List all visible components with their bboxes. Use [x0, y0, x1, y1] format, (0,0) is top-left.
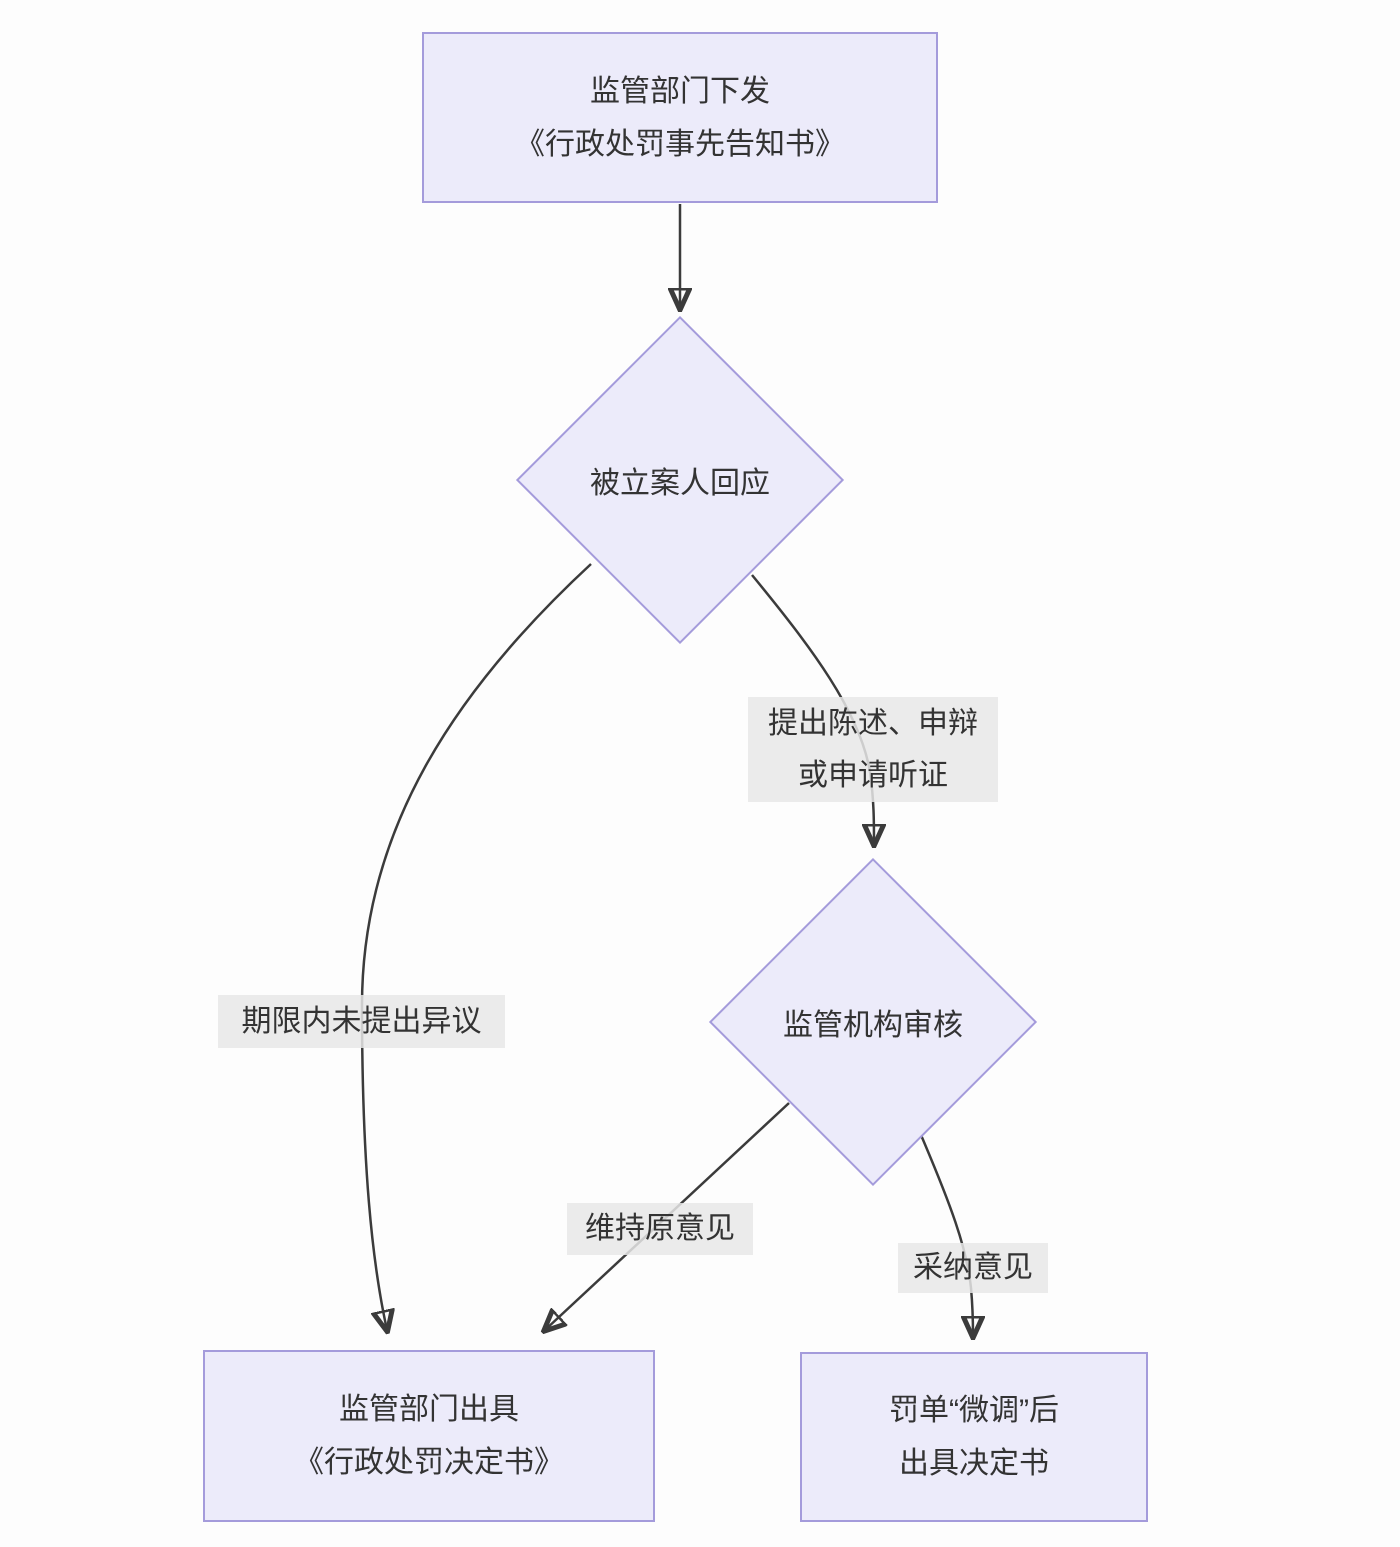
edge-label-maintain: 维持原意见 — [567, 1203, 753, 1255]
edge-respond-to-decision — [360, 563, 592, 1330]
node-adjusted-line1: 罚单“微调”后 — [889, 1394, 1059, 1427]
node-decision-line1: 监管部门出具 — [339, 1393, 519, 1426]
edge-label-statement-line2: 或申请听证 — [798, 758, 948, 792]
node-notice-line2: 《行政处罚事先告知书》 — [515, 127, 845, 161]
node-adjusted: 罚单“微调”后 出具决定书 — [800, 1352, 1148, 1522]
edge-label-adopt-text: 采纳意见 — [913, 1251, 1033, 1284]
node-decision: 监管部门出具 《行政处罚决定书》 — [203, 1350, 655, 1522]
edge-review-to-adjusted — [919, 1134, 973, 1336]
edge-label-statement: 提出陈述、申辩 或申请听证 — [748, 697, 998, 802]
node-notice-line1: 监管部门下发 — [590, 74, 770, 108]
edge-label-statement-line1: 提出陈述、申辩 — [768, 706, 978, 740]
node-respond: 被立案人回应 — [590, 467, 770, 500]
edge-label-no-objection: 期限内未提出异议 — [218, 995, 505, 1048]
node-notice: 监管部门下发 《行政处罚事先告知书》 — [422, 32, 938, 203]
edge-label-maintain-text: 维持原意见 — [585, 1212, 735, 1245]
edge-label-no-objection-text: 期限内未提出异议 — [241, 1004, 482, 1038]
edge-label-adopt: 采纳意见 — [898, 1243, 1048, 1293]
node-decision-line2: 《行政处罚决定书》 — [294, 1446, 564, 1479]
node-review: 监管机构审核 — [783, 1009, 963, 1042]
node-adjusted-line2: 出具决定书 — [899, 1447, 1049, 1480]
